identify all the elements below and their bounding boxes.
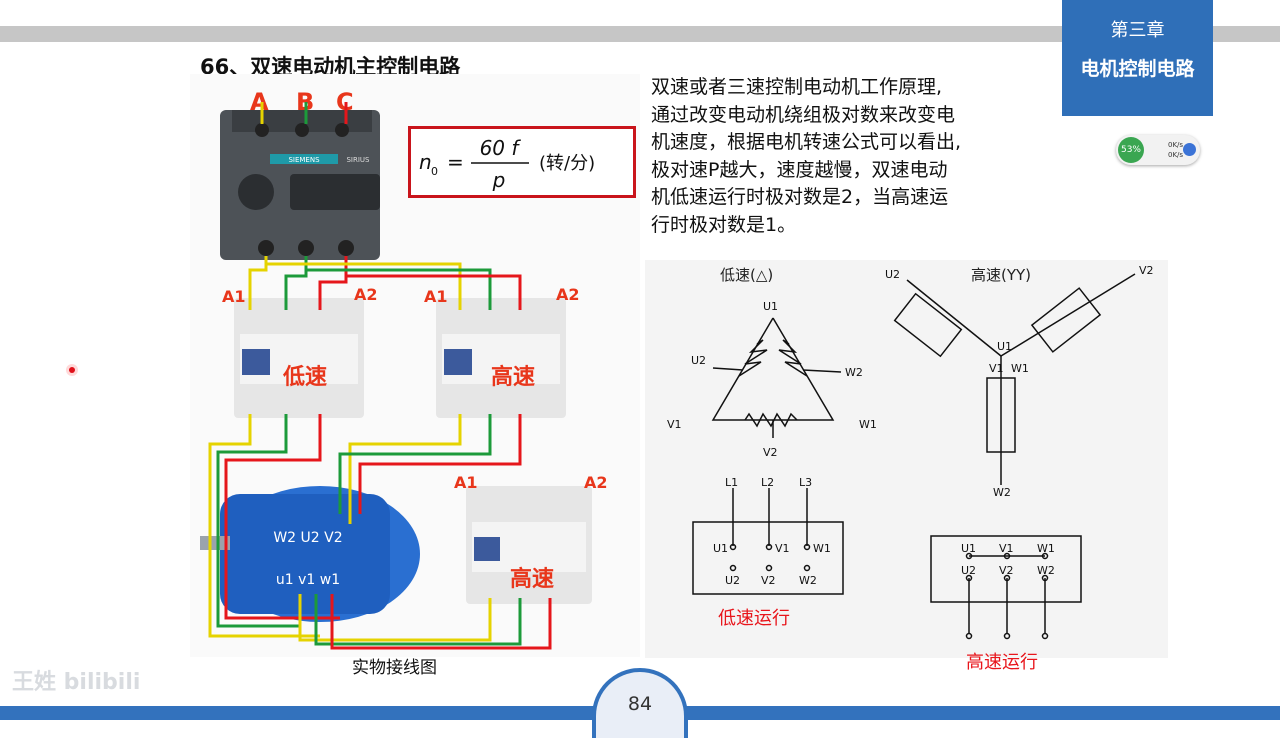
label-box-v1: V1 — [775, 542, 790, 555]
coil-a1-high: A1 — [424, 287, 448, 306]
label-yy-v2: V2 — [1139, 264, 1154, 277]
label-hbox-w1: W1 — [1037, 542, 1055, 555]
description-line: 机速度，根据电机转速公式可以看出, — [651, 131, 962, 153]
label-u1: U1 — [763, 300, 778, 313]
coil-a2-low: A2 — [354, 285, 378, 304]
high-run-terminal-box — [930, 535, 1082, 640]
description-line: 行时极对数是1。 — [651, 213, 797, 236]
label-u2: U2 — [691, 354, 706, 367]
label-l1: L1 — [725, 476, 738, 489]
cpu-usage-ball: 53% — [1118, 137, 1144, 163]
label-l3: L3 — [799, 476, 812, 489]
label-box-u1: U1 — [713, 542, 728, 555]
page-number: 84 — [627, 693, 653, 715]
formula-lhs: n — [419, 150, 432, 174]
label-hbox-u2: U2 — [961, 564, 976, 577]
label-yy-u1: U1 — [997, 340, 1012, 353]
description-line: 通过改变电动机绕组极对数来改变电 — [651, 103, 956, 126]
label-v2: V2 — [763, 446, 778, 459]
photo-caption: 实物接线图 — [352, 658, 437, 678]
formula-lhs-sub: 0 — [431, 165, 438, 178]
phase-label-a: A — [250, 88, 269, 116]
formula-denominator: p — [492, 168, 506, 192]
header-bar — [0, 26, 1280, 42]
label-hbox-v1: V1 — [999, 542, 1014, 555]
svg-text:=: = — [447, 150, 464, 174]
network-speed-widget[interactable]: 53% 0K/s 0K/s — [1116, 135, 1200, 165]
description-line: 双速或者三速控制电动机工作原理, — [651, 76, 943, 98]
high-run-caption: 高速运行 — [966, 652, 1038, 673]
pointer-cursor — [66, 364, 78, 376]
label-box-w1: W1 — [813, 542, 831, 555]
label-box-w2: W2 — [799, 574, 817, 587]
label-w1: W1 — [859, 418, 877, 431]
contactor-high-1-label: 高速 — [491, 364, 535, 390]
breaker-model: SIRIUS — [346, 156, 370, 164]
coil-a1-low: A1 — [222, 287, 246, 306]
winding-schematic: 低速(△) 高速(YY) U1 U2 W2 V1 W1 V2 U2 V2 U1 … — [645, 260, 1168, 658]
description-text: 双速或者三速控制电动机工作原理, 通过改变电动机绕组极对数来改变电 机速度，根据… — [651, 74, 1051, 239]
coil-a1-high-2: A1 — [454, 473, 478, 492]
motor-top-terminals: W2 U2 V2 — [273, 530, 342, 546]
contactor-high-2-label: 高速 — [510, 566, 554, 592]
description-line: 机低速运行时极对数是2，当高速运 — [651, 186, 949, 208]
low-run-caption: 低速运行 — [718, 608, 790, 629]
watermark: 王姓 bilibili — [12, 670, 141, 695]
label-yy-v1: V1 — [989, 362, 1004, 375]
label-hbox-w2: W2 — [1037, 564, 1055, 577]
label-box-u2: U2 — [725, 574, 740, 587]
low-title: 低速(△) — [720, 266, 773, 284]
high-title: 高速(YY) — [971, 266, 1031, 284]
chapter-label: 第三章 — [1110, 20, 1165, 41]
formula-numerator: 60 f — [480, 136, 522, 160]
label-l2: L2 — [761, 476, 774, 489]
label-yy-u2: U2 — [885, 268, 900, 281]
coil-a2-high-2: A2 — [584, 473, 608, 492]
download-speed: 0K/s — [1168, 151, 1184, 159]
label-hbox-u1: U1 — [961, 542, 976, 555]
label-box-v2: V2 — [761, 574, 776, 587]
double-star-winding — [893, 273, 1136, 485]
chapter-title: 电机控制电路 — [1080, 58, 1195, 80]
formula-unit: (转/分) — [539, 153, 595, 174]
contactor-low-label: 低速 — [282, 364, 327, 390]
delta-winding — [711, 317, 842, 438]
label-hbox-v2: V2 — [999, 564, 1014, 577]
coil-a2-high: A2 — [556, 285, 580, 304]
upload-speed: 0K/s — [1168, 141, 1184, 149]
breaker-brand: SIEMENS — [288, 156, 320, 164]
motor-bottom-terminals: u1 v1 w1 — [276, 572, 340, 588]
label-yy-w2: W2 — [993, 486, 1011, 499]
label-w2: W2 — [845, 366, 863, 379]
formula-box: n 0 = 60 f p (转/分) — [408, 126, 636, 198]
label-yy-w1: W1 — [1011, 362, 1029, 375]
label-v1: V1 — [667, 418, 682, 431]
chapter-badge: 第三章 电机控制电路 — [1062, 0, 1213, 116]
booster-icon — [1183, 143, 1196, 156]
description-line: 极对速P越大，速度越慢，双速电动 — [651, 158, 948, 181]
low-run-terminal-box — [692, 488, 844, 595]
